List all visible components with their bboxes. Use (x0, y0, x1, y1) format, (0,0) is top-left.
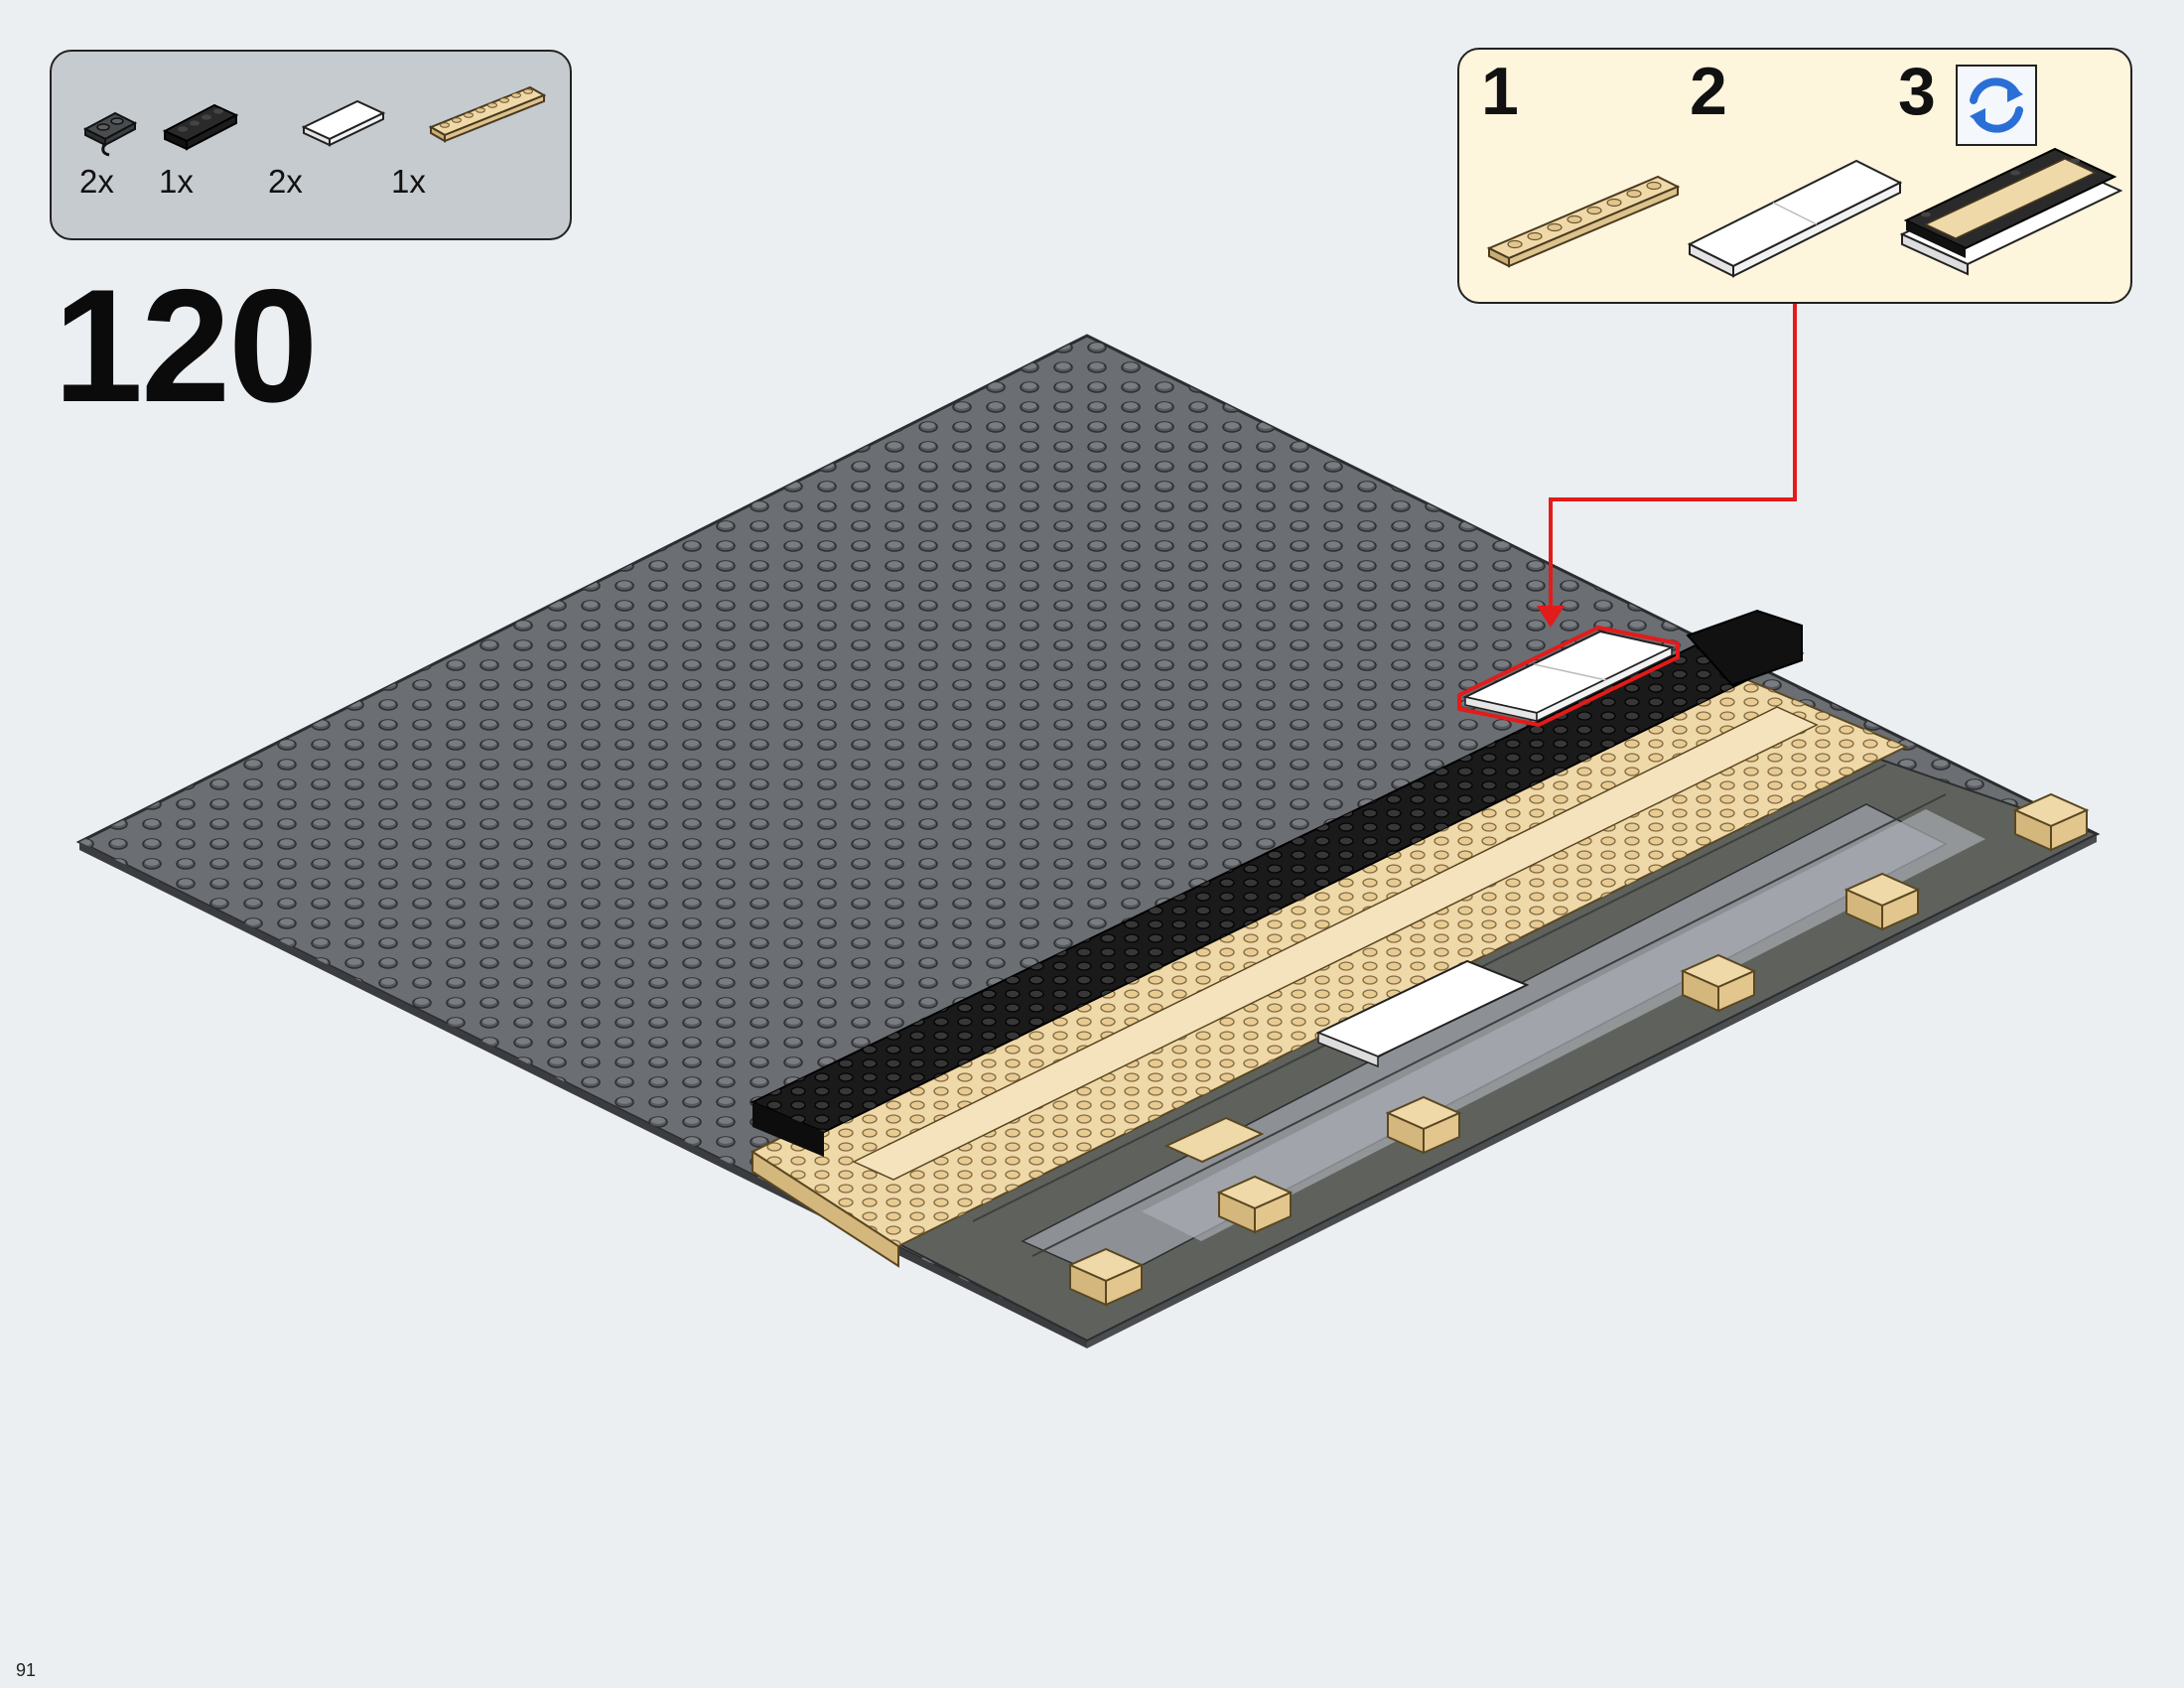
callout-tan-plate (1486, 175, 1681, 268)
dark-gray-plate-with-clip-icon (82, 111, 138, 157)
part-qty-4: 1x (391, 163, 426, 200)
tan-curb-frame (750, 665, 1909, 1268)
sub-step-3: 3 (1898, 54, 1936, 129)
tan-plate-1x8-icon (428, 85, 547, 143)
sub-step-1: 1 (1481, 54, 1519, 129)
white-tile-1x4-icon (301, 99, 386, 147)
callout-white-tiles (1687, 159, 1903, 278)
tan-2x2-bricks (1067, 792, 2090, 1307)
step-number: 120 (54, 256, 318, 436)
white-plate-on-road (1315, 959, 1530, 1068)
part-qty-2: 1x (159, 163, 194, 200)
new-white-tiles-highlight (1457, 626, 1680, 727)
parts-list-box: 2x 1x 2x 1x (50, 50, 572, 240)
sub-assembly-callout: 1 2 3 (1457, 48, 2132, 304)
callout-illustrations (1486, 147, 2123, 278)
callout-arrow (1537, 304, 1797, 628)
black-plate-1x4-icon (162, 103, 239, 151)
parts-icons (82, 85, 547, 157)
road-tiles (890, 753, 2100, 1342)
part-qty-1: 2x (79, 163, 114, 200)
part-qty-3: 2x (268, 163, 303, 200)
black-brick-row (750, 609, 1805, 1157)
rotate-arrows-icon (1956, 65, 2037, 146)
sub-step-2: 2 (1690, 54, 1727, 129)
page-number: 91 (16, 1660, 37, 1680)
callout-assembled-part (1899, 147, 2123, 276)
